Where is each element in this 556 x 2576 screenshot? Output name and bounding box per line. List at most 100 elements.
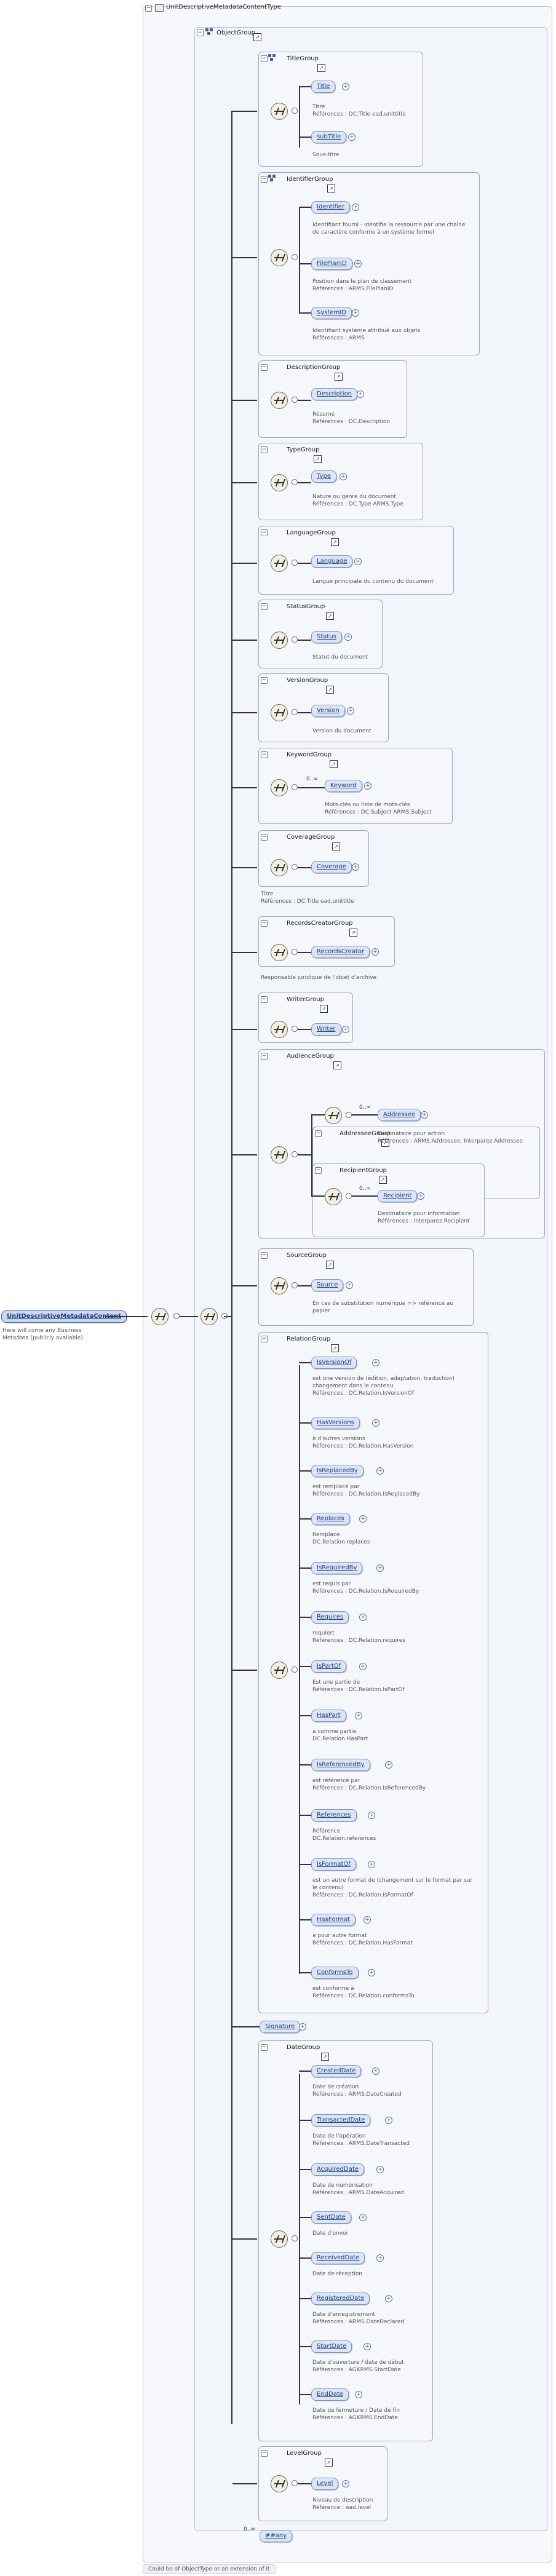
element-coverage[interactable]: Coverage — [311, 861, 352, 873]
element-identifier[interactable]: Identifier — [311, 201, 351, 213]
expand-icon[interactable]: + — [376, 2254, 384, 2262]
collapse-toggle[interactable]: − — [315, 1167, 322, 1174]
element-transacteddate[interactable]: TransactedDate — [311, 2114, 371, 2126]
element-any[interactable]: ##any — [260, 2530, 293, 2542]
expand-icon[interactable]: + — [352, 863, 359, 871]
expand-icon[interactable]: + — [352, 309, 359, 317]
expand-icon[interactable]: + — [385, 1761, 392, 1769]
element-fileplanid[interactable]: FilePlanID — [311, 258, 352, 270]
collapse-toggle[interactable]: − — [261, 1252, 268, 1259]
expand-icon[interactable]: + — [372, 1359, 379, 1366]
expand-icon[interactable]: + — [368, 1812, 375, 1819]
collapse-toggle[interactable]: − — [315, 1130, 322, 1137]
collapse-toggle[interactable]: − — [261, 834, 268, 841]
expand-icon[interactable]: + — [363, 2343, 371, 2350]
collapse-toggle[interactable]: − — [261, 920, 268, 927]
collapse-toggle[interactable]: − — [261, 751, 268, 758]
expand-icon[interactable]: + — [359, 1663, 367, 1670]
expand-icon[interactable]: + — [376, 1564, 384, 1572]
expand-icon[interactable]: + — [355, 2391, 362, 2398]
element-description-field[interactable]: Description — [311, 388, 357, 400]
element-isreferencedby[interactable]: IsReferencedBy — [311, 1759, 370, 1771]
expand-icon[interactable]: + — [354, 558, 362, 565]
expand-icon[interactable]: + — [359, 1515, 367, 1523]
collapse-toggle[interactable]: − — [261, 176, 268, 183]
expand-icon[interactable]: + — [368, 1969, 375, 1976]
expand-icon[interactable]: + — [355, 1712, 362, 1719]
element-sentdate[interactable]: SentDate — [311, 2211, 351, 2224]
element-recordscreator[interactable]: RecordsCreator — [311, 946, 370, 958]
element-language[interactable]: Language — [311, 555, 353, 568]
collapse-toggle[interactable]: − — [197, 30, 204, 36]
expand-icon[interactable]: + — [342, 83, 349, 90]
element-keyword[interactable]: Keyword — [325, 780, 362, 792]
element-isrequiredby[interactable]: IsRequiredBy — [311, 1562, 363, 1574]
element-status[interactable]: Status — [311, 631, 342, 643]
expand-icon[interactable]: + — [364, 782, 371, 790]
expand-icon[interactable]: + — [342, 1026, 349, 1033]
collapse-toggle[interactable]: − — [261, 2044, 268, 2051]
collapse-toggle[interactable]: − — [145, 5, 152, 12]
collapse-toggle[interactable]: − — [261, 677, 268, 684]
expand-icon[interactable]: + — [372, 2067, 379, 2075]
element-startdate[interactable]: StartDate — [311, 2340, 352, 2353]
element-writer[interactable]: Writer — [311, 1023, 341, 1036]
collapse-toggle[interactable]: − — [261, 55, 268, 62]
collapse-toggle[interactable]: − — [261, 446, 268, 453]
expand-icon[interactable]: + — [421, 1111, 428, 1119]
element-isformatof[interactable]: IsFormatOf — [311, 1858, 356, 1871]
element-replaces[interactable]: Replaces — [311, 1513, 350, 1525]
expand-icon[interactable]: + — [372, 1419, 379, 1427]
element-hasformat[interactable]: HasFormat — [311, 1914, 356, 1926]
expand-icon[interactable]: + — [354, 260, 362, 268]
collapse-toggle[interactable]: − — [261, 996, 268, 1003]
element-requires[interactable]: Requires — [311, 1611, 349, 1623]
expand-icon[interactable]: + — [344, 633, 352, 641]
element-addressee[interactable]: Addressee — [378, 1109, 421, 1121]
element-isreplacedby[interactable]: IsReplacedBy — [311, 1465, 363, 1477]
expand-icon[interactable]: + — [385, 2117, 392, 2124]
root-element[interactable]: UnitDescriptiveMetadataContent — [1, 1310, 127, 1323]
element-source[interactable]: Source — [311, 1279, 344, 1291]
expand-icon[interactable]: + — [385, 2295, 392, 2302]
element-recipient[interactable]: Recipient — [378, 1190, 418, 1202]
expand-icon[interactable]: + — [376, 2166, 384, 2173]
expand-icon[interactable]: + — [348, 133, 355, 141]
collapse-toggle[interactable]: − — [261, 1053, 268, 1060]
expand-icon[interactable]: + — [357, 390, 364, 398]
element-registereddate[interactable]: RegisteredDate — [311, 2293, 370, 2305]
collapse-toggle[interactable]: − — [261, 1336, 268, 1342]
expand-icon[interactable]: + — [371, 948, 379, 956]
expand-icon[interactable]: + — [368, 1861, 375, 1868]
element-receiveddate[interactable]: ReceivedDate — [311, 2252, 365, 2264]
element-haspart[interactable]: HasPart — [311, 1710, 346, 1722]
element-subtitle[interactable]: subTitle — [311, 131, 347, 143]
element-isversionof[interactable]: IsVersionOf — [311, 1357, 357, 1369]
expand-icon[interactable]: + — [347, 707, 354, 715]
element-type[interactable]: Type — [311, 470, 336, 483]
collapse-toggle[interactable]: − — [261, 364, 268, 371]
element-level[interactable]: Level — [311, 2478, 339, 2490]
element-references[interactable]: References — [311, 1809, 357, 1821]
collapse-toggle[interactable]: − — [261, 529, 268, 536]
collapse-toggle[interactable]: − — [261, 603, 268, 610]
element-createddate[interactable]: CreatedDate — [311, 2065, 362, 2077]
element-enddate[interactable]: EndDate — [311, 2388, 349, 2401]
element-version[interactable]: Version — [311, 705, 345, 717]
element-title[interactable]: Title — [311, 81, 336, 93]
expand-icon[interactable]: + — [352, 204, 359, 211]
element-systemid[interactable]: SystemID — [311, 307, 352, 319]
expand-icon[interactable]: + — [299, 2023, 306, 2031]
expand-icon[interactable]: + — [342, 2480, 349, 2487]
element-signature[interactable]: Signature — [260, 2021, 301, 2033]
expand-icon[interactable]: + — [340, 473, 347, 480]
element-conformsto[interactable]: ConformsTo — [311, 1967, 359, 1979]
expand-icon[interactable]: + — [363, 1916, 371, 1924]
element-acquireddate[interactable]: AcquiredDate — [311, 2163, 364, 2176]
expand-icon[interactable]: + — [346, 1282, 353, 1289]
expand-icon[interactable]: + — [359, 1614, 367, 1621]
expand-icon[interactable]: + — [359, 2214, 367, 2221]
element-hasversions[interactable]: HasVersions — [311, 1417, 360, 1429]
collapse-toggle[interactable]: − — [261, 2450, 268, 2457]
expand-icon[interactable]: + — [417, 1192, 424, 1200]
